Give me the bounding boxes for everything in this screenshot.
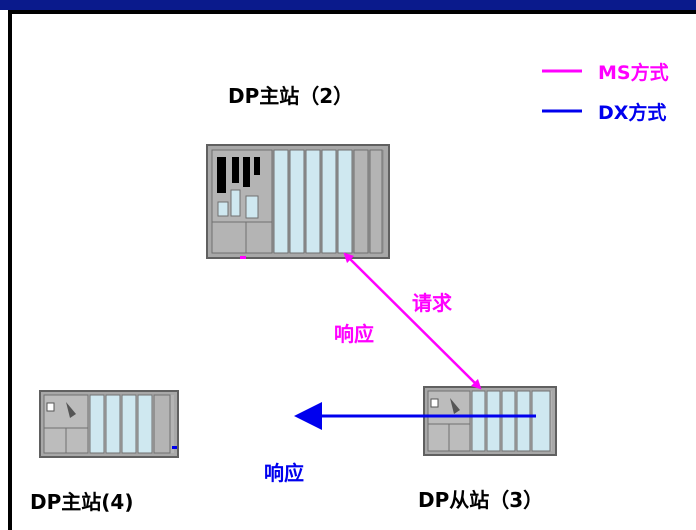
legend-ms-label: MS方式 (598, 62, 669, 84)
dx-response-arrow (294, 402, 536, 430)
station-slave-3-label: DP从站（3） (418, 488, 544, 512)
top-bar (0, 0, 696, 10)
plc-rack-master-2-icon (206, 144, 390, 259)
plc-rack-slave-3-icon (423, 386, 557, 456)
ms-request-response-arrow (343, 252, 482, 390)
request-label: 请求 (412, 291, 452, 315)
dx-response-label: 响应 (264, 461, 304, 485)
diagram-canvas (39, 69, 582, 458)
ms-response-label: 响应 (334, 322, 374, 346)
legend-dx-label: DX方式 (598, 102, 667, 124)
station-master-2-label: DP主站（2） (228, 84, 354, 108)
station-master-4-label: DP主站(4) (30, 490, 134, 514)
plc-rack-master-4-icon (39, 390, 179, 458)
